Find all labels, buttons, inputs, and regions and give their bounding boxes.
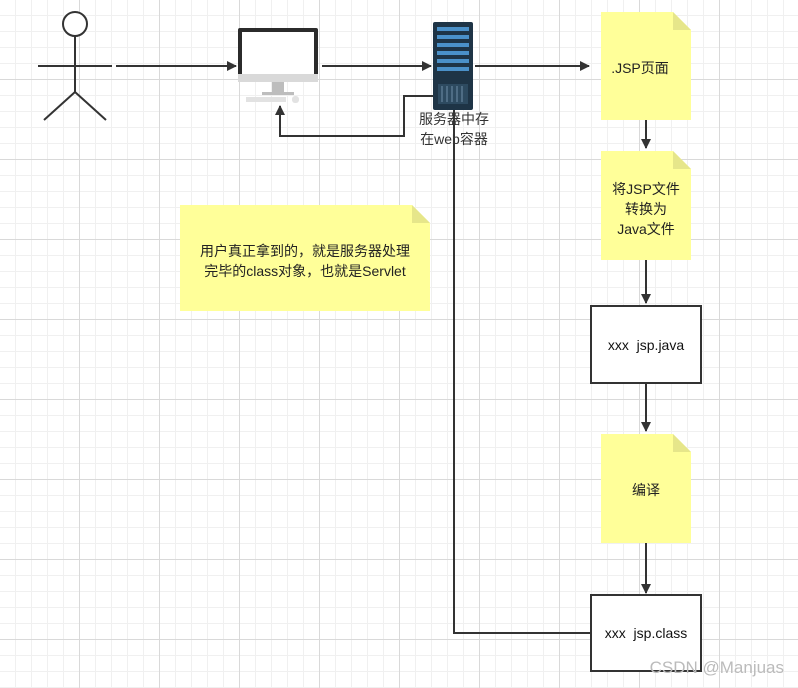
line-class-to-server <box>453 110 590 634</box>
servlet-note-line2: 完毕的class对象，也就是Servlet <box>204 263 406 279</box>
class-file-text: xxx jsp.class <box>604 625 688 641</box>
box-java-file <box>590 305 702 384</box>
note-servlet <box>180 205 430 311</box>
server-label: 服务器中存 在web容器 <box>404 109 504 149</box>
note-compile <box>601 434 691 543</box>
computer-monitor-icon <box>238 28 318 103</box>
jsp-page-text: .JSP页面 <box>611 60 669 76</box>
watermark: CSDN @Manjuas <box>649 658 784 677</box>
note-convert <box>601 151 691 260</box>
servlet-note-text: 用户真正拿到的，就是服务器处理 完毕的class对象，也就是Servlet <box>180 241 430 281</box>
convert-text-line3: Java文件 <box>617 221 675 237</box>
java-file-text: xxx jsp.java <box>607 337 685 353</box>
user-actor-icon <box>38 11 112 121</box>
server-label-line2: 在web容器 <box>420 131 488 147</box>
compile-text: 编译 <box>632 482 660 498</box>
note-jsp-page <box>601 12 691 120</box>
box-class-file <box>590 594 702 672</box>
convert-text-line2: 转换为 <box>625 201 667 217</box>
convert-text: 将JSP文件 转换为 Java文件 <box>601 179 691 239</box>
server-icon <box>433 22 473 110</box>
arrow-server-to-computer <box>275 95 433 137</box>
convert-text-line1: 将JSP文件 <box>612 181 680 197</box>
server-label-line1: 服务器中存 <box>419 111 489 127</box>
servlet-note-line1: 用户真正拿到的，就是服务器处理 <box>200 243 410 259</box>
